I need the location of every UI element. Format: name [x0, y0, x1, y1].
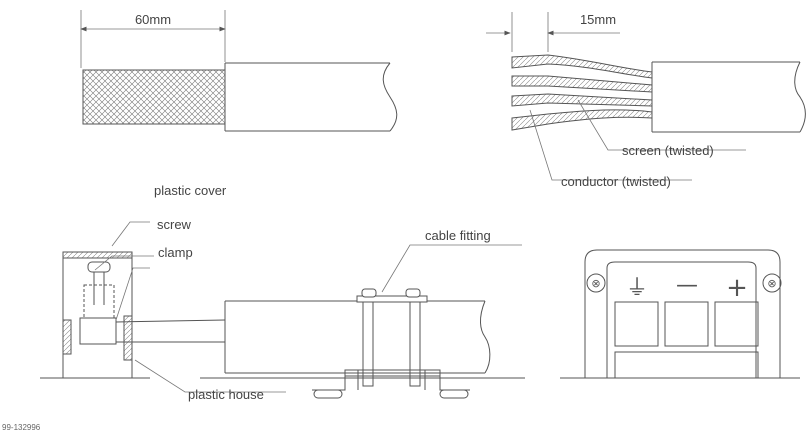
plus-symbol: + — [726, 273, 748, 303]
label-cable-fitting: cable fitting — [425, 228, 491, 243]
label-conductor: conductor (twisted) — [561, 174, 671, 189]
connector-assembly — [40, 221, 525, 399]
label-clamp: clamp — [158, 245, 193, 260]
screw-mark-right: ⊗ — [767, 277, 776, 290]
label-plastic-house: plastic house — [188, 387, 264, 402]
minus-symbol: — — [676, 273, 698, 298]
screw-mark-left: ⊗ — [591, 277, 600, 290]
label-screen: screen (twisted) — [622, 143, 714, 158]
stripped-cable-60mm — [80, 10, 398, 132]
dimension-15mm: 15mm — [580, 12, 616, 27]
terminal-block-front — [560, 249, 800, 379]
prepared-conductors-15mm — [486, 12, 806, 181]
figure-id: 99-132996 — [2, 423, 41, 432]
label-screw: screw — [157, 217, 192, 232]
label-plastic-cover: plastic cover — [154, 183, 227, 198]
dimension-60mm: 60mm — [135, 12, 171, 27]
ground-symbol: ⏚ — [626, 276, 648, 301]
